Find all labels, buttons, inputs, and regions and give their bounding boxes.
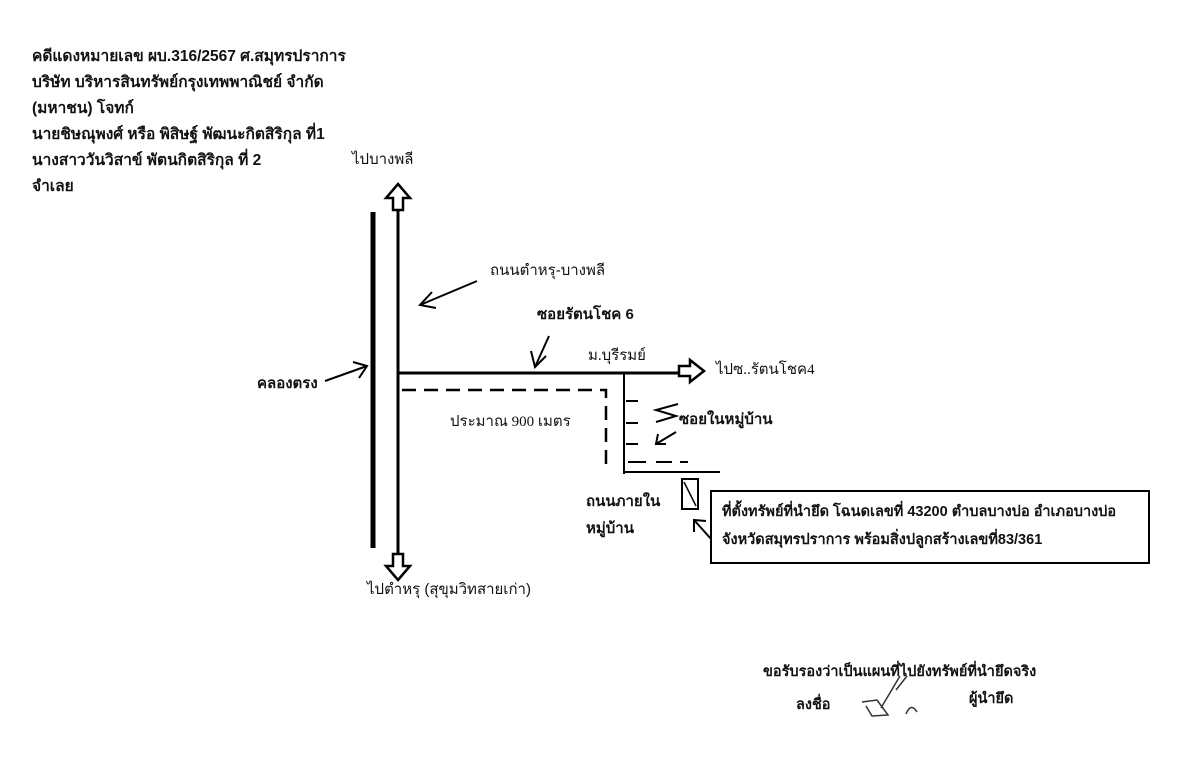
label-village-road-line2: หมู่บ้าน [586, 520, 634, 537]
property-marker-icon [681, 478, 699, 510]
arrow-up-icon [383, 182, 413, 212]
defendant-2: นางสาววันวิสาข์ พัตนกิตสิริกุล ที่ 2 [32, 152, 262, 169]
dashed-route [402, 388, 608, 470]
label-to-tamru: ไปตำหรุ (สุขุมวิทสายเก่า) [367, 581, 531, 598]
callout-line-1: ที่ตั้งทรัพย์ที่นำยึด โฉนดเลขที่ 43200 ต… [722, 504, 1117, 520]
plaintiff-company: บริษัท บริหารสินทรัพย์กรุงเทพพาณิชย์ จำก… [32, 74, 324, 91]
sign-label: ลงชื่อ [796, 697, 831, 713]
pointer-arrow-property-icon [693, 518, 713, 541]
pointer-arrow-khlong-icon [324, 361, 369, 382]
label-road-tamru-bang-phli: ถนนตำหรุ-บางพลี [490, 262, 606, 279]
label-to-soi-rattanachot-4: ไปซ..รัตนโชค4 [716, 362, 815, 378]
arrow-down-icon [383, 552, 413, 582]
label-distance: ประมาณ 900 เมตร [450, 414, 571, 430]
label-mu-ban-buriram: ม.บุรีรมย์ [588, 348, 646, 364]
case-info-block: คดีแดงหมายเลข ผบ.316/2567 ศ.สมุทรปราการ … [32, 44, 392, 200]
signature-scribble [861, 675, 918, 717]
label-village-road-line1: ถนนภายใน [586, 493, 661, 510]
signer-role: ผู้นำยึด [969, 691, 1014, 707]
certification-statement: ขอรับรองว่าเป็นแผนที่ไปยังทรัพย์ที่นำยึด… [763, 664, 1037, 680]
defendant-1: นายชิษณุพงศ์ หรือ พิสิษฐ์ พัฒนะกิตสิริกุ… [32, 126, 325, 143]
plaintiff-role: (มหาชน) โจทก์ [32, 100, 134, 117]
pointer-arrow-soi-icon [530, 335, 550, 369]
pointer-arrow-road-icon [418, 280, 478, 309]
label-to-bang-phli: ไปบางพลี [352, 151, 414, 168]
case-number: คดีแดงหมายเลข ผบ.316/2567 ศ.สมุทรปราการ [32, 48, 346, 65]
callout-line-2: จังหวัดสมุทรปราการ พร้อมสิ่งปลูกสร้างเลข… [722, 532, 1043, 548]
arrow-right-icon [677, 357, 707, 385]
label-khlong-trong: คลองตรง [257, 375, 318, 392]
village-soi-dashes [626, 400, 688, 463]
defendant-role: จำเลย [32, 178, 74, 195]
property-callout: ที่ตั้งทรัพย์ที่นำยึด โฉนดเลขที่ 43200 ต… [710, 490, 1150, 564]
label-soi-rattanachot-6: ซอยรัตนโชค 6 [537, 306, 634, 323]
pointer-arrows-village-soi-icon [652, 403, 680, 445]
label-village-soi: ซอยในหมู่บ้าน [679, 411, 773, 428]
